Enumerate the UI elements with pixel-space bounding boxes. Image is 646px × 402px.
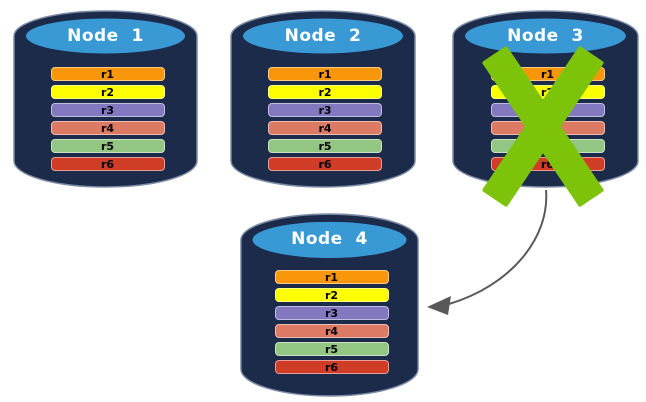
partition-label: r5	[324, 342, 339, 356]
partition-label: r5	[100, 139, 115, 153]
partition-r5: r5	[268, 139, 382, 153]
partition-label: r4	[318, 121, 332, 135]
partition-label: r2	[540, 85, 555, 99]
partition-label: r4	[540, 121, 555, 135]
partition-r6: r6	[274, 360, 389, 374]
partition-label: r1	[324, 270, 339, 284]
node-title: Node 4	[291, 229, 368, 249]
node-4: Node 4 r1 r2 r3 r4 r5 r6	[239, 212, 420, 398]
cylinder-top	[465, 18, 626, 54]
partition-label: r2	[100, 85, 115, 99]
partition-r4: r4	[274, 324, 389, 338]
partition-r5: r5	[490, 139, 605, 153]
partition-r1: r1	[268, 67, 382, 81]
node-1: Node 1 r1 r2 r3 r4 r5 r6	[12, 9, 199, 189]
partition-list: r1 r2 r3 r4 r5 r6	[490, 67, 605, 175]
partition-label: r4	[324, 324, 339, 338]
partition-r4: r4	[50, 121, 165, 135]
partition-label: r6	[318, 157, 332, 171]
partition-list: r1 r2 r3 r4 r5 r6	[274, 270, 389, 378]
partition-r4: r4	[268, 121, 382, 135]
partition-r2: r2	[274, 288, 389, 302]
partition-r4: r4	[490, 121, 605, 135]
cylinder-top	[252, 221, 407, 258]
partition-label: r5	[540, 139, 555, 153]
partition-label: r3	[318, 103, 332, 117]
partition-label: r6	[540, 157, 555, 171]
partition-label: r1	[540, 67, 555, 81]
partition-label: r1	[318, 67, 332, 81]
partition-r6: r6	[490, 157, 605, 171]
cylinder-top	[25, 18, 186, 54]
partition-r6: r6	[268, 157, 382, 171]
partition-label: r2	[324, 288, 339, 302]
partition-label: r5	[318, 139, 332, 153]
partition-r2: r2	[50, 85, 165, 99]
partition-r3: r3	[268, 103, 382, 117]
node-title: Node 1	[67, 26, 144, 46]
node-2: Node 2 r1 r2 r3 r4 r5 r6	[229, 9, 417, 189]
partition-r5: r5	[274, 342, 389, 356]
partition-r3: r3	[50, 103, 165, 117]
arrow-head-icon	[427, 296, 451, 315]
partition-label: r1	[100, 67, 115, 81]
partition-list: r1 r2 r3 r4 r5 r6	[268, 67, 382, 175]
partition-label: r6	[324, 360, 339, 374]
partition-label: r3	[324, 306, 339, 320]
partition-label: r3	[100, 103, 115, 117]
partition-r5: r5	[50, 139, 165, 153]
cylinder-top	[243, 18, 403, 54]
partition-r1: r1	[274, 270, 389, 284]
partition-r6: r6	[50, 157, 165, 171]
partition-r1: r1	[490, 67, 605, 81]
partition-label: r6	[100, 157, 115, 171]
partition-label: r2	[318, 85, 332, 99]
node-title: Node 3	[507, 26, 584, 46]
partition-label: r3	[540, 103, 555, 117]
partition-r3: r3	[274, 306, 389, 320]
failover-arrow	[427, 189, 548, 315]
node-3: Node 3 r1 r2 r3 r4 r5 r6	[451, 9, 640, 208]
partition-r2: r2	[490, 85, 605, 99]
node-title: Node 2	[284, 26, 362, 46]
partition-r3: r3	[490, 103, 605, 117]
partition-r2: r2	[268, 85, 382, 99]
partition-r1: r1	[50, 67, 165, 81]
partition-label: r4	[100, 121, 115, 135]
arrow-curve	[448, 189, 548, 305]
partition-list: r1 r2 r3 r4 r5 r6	[50, 67, 165, 175]
